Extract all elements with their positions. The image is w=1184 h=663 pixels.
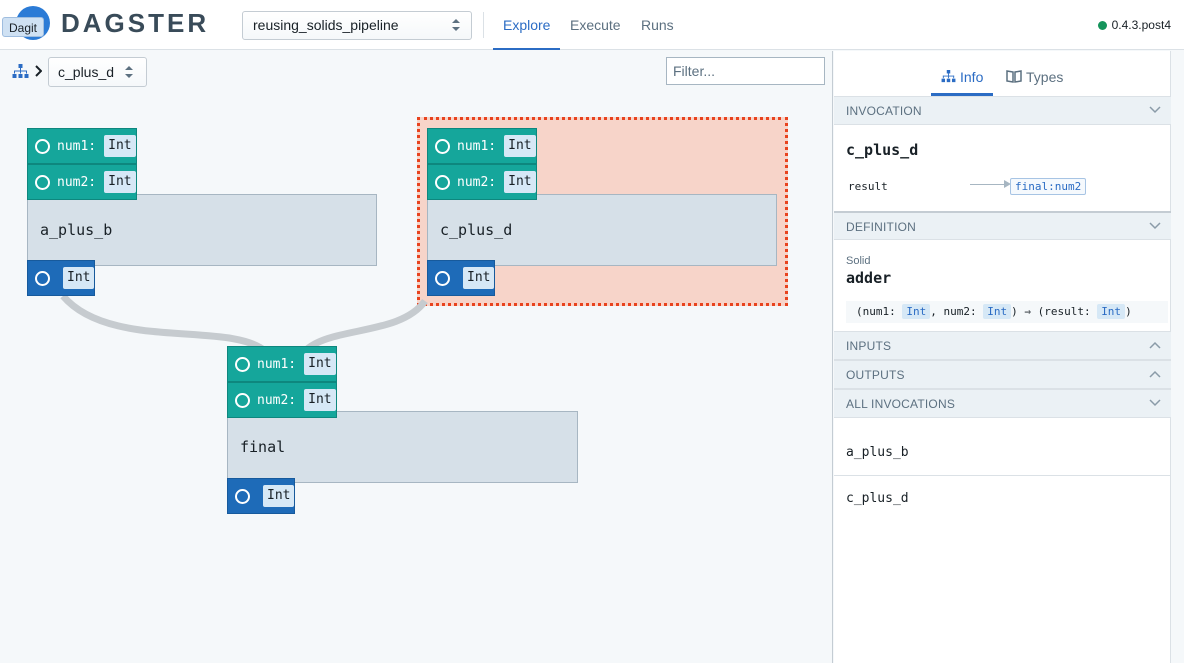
sig-text: ) ⇒ (result:: [1011, 305, 1098, 318]
port-type-badge: Int: [304, 353, 336, 375]
tab-explore[interactable]: Explore: [493, 0, 561, 50]
definition-name: adder: [846, 269, 892, 287]
version-text: 0.4.3.post4: [1111, 18, 1171, 32]
tab-types[interactable]: Types: [996, 51, 1073, 96]
edges-layer: [60, 293, 428, 354]
section-definition-header[interactable]: DEFINITION: [834, 211, 1171, 240]
tree-icon: [941, 70, 956, 83]
port-name: num1:: [257, 356, 297, 372]
nav-divider: [483, 12, 484, 38]
edge-c_plus_d-to-final: [302, 298, 428, 354]
arrow-right-icon: [1004, 180, 1011, 188]
solid-final[interactable]: final: [227, 411, 578, 483]
port-type-badge: Int: [463, 267, 495, 289]
sig-text: , num2:: [930, 305, 984, 318]
chevron-down-icon: [1149, 222, 1161, 230]
input-port[interactable]: num1: Int: [27, 128, 137, 164]
tab-execute[interactable]: Execute: [570, 17, 621, 33]
port-circle-icon: [35, 138, 50, 154]
output-port[interactable]: Int: [227, 478, 296, 514]
solid-c_plus_d[interactable]: c_plus_d: [427, 194, 777, 266]
section-title: ALL INVOCATIONS: [846, 397, 956, 411]
tab-info[interactable]: Info: [931, 51, 994, 96]
invocation-list-item[interactable]: c_plus_d: [846, 491, 909, 506]
sig-text: (num1:: [856, 305, 903, 318]
port-circle-icon: [235, 392, 250, 408]
port-type-badge: Int: [63, 267, 95, 289]
port-circle-icon: [435, 138, 450, 154]
chevron-up-icon: [1149, 341, 1161, 349]
type-link[interactable]: Int: [902, 304, 931, 319]
port-circle-icon: [235, 488, 250, 504]
solid-selector[interactable]: c_plus_d: [48, 57, 147, 87]
tab-info-label: Info: [960, 69, 984, 85]
section-outputs-header[interactable]: OUTPUTS: [834, 360, 1171, 389]
section-all-invocations-header[interactable]: ALL INVOCATIONS: [834, 389, 1171, 418]
type-signature: (num1: Int, num2: Int) ⇒ (result: Int): [846, 301, 1168, 323]
chevron-up-icon: [1149, 370, 1161, 378]
section-title: DEFINITION: [846, 220, 916, 234]
top-navbar: Dagit DAGSTER reusing_solids_pipeline Ex…: [0, 0, 1184, 50]
invocation-name: c_plus_d: [846, 141, 919, 159]
updown-caret-icon: [125, 66, 133, 78]
output-port[interactable]: Int: [27, 260, 96, 296]
definition-kind: Solid: [846, 255, 871, 267]
port-circle-icon: [235, 356, 250, 372]
section-title: INVOCATION: [846, 104, 922, 118]
input-port[interactable]: num2: Int: [27, 164, 137, 200]
type-link[interactable]: Int: [1097, 304, 1126, 319]
port-type-badge: Int: [304, 389, 336, 411]
sig-text: ): [1125, 305, 1132, 318]
type-link[interactable]: Int: [983, 304, 1012, 319]
pipeline-graph-canvas[interactable]: c_plus_d a_plus_b num1: Int num2: Int In…: [0, 51, 833, 663]
pipeline-selector-value: reusing_solids_pipeline: [253, 17, 399, 33]
port-circle-icon: [435, 270, 450, 286]
port-circle-icon: [35, 174, 50, 190]
port-type-badge: Int: [104, 135, 136, 157]
output-target-link[interactable]: final:num2: [1010, 178, 1087, 195]
input-port[interactable]: num1: Int: [227, 346, 337, 382]
chevron-down-icon: [1149, 106, 1161, 114]
port-circle-icon: [35, 270, 50, 286]
port-type-badge: Int: [504, 171, 536, 193]
solid-selector-value: c_plus_d: [58, 64, 115, 80]
pipeline-selector[interactable]: reusing_solids_pipeline: [242, 11, 472, 40]
port-name: num2:: [457, 174, 497, 190]
tab-types-label: Types: [1026, 69, 1064, 85]
section-invocation-header[interactable]: INVOCATION: [834, 96, 1171, 125]
version-indicator: 0.4.3.post4: [1097, 17, 1171, 33]
port-type-badge: Int: [263, 485, 295, 507]
input-port[interactable]: num2: Int: [427, 164, 537, 200]
logo-tooltip: Dagit: [2, 17, 45, 37]
book-icon: [1006, 70, 1022, 83]
invocation-list-item[interactable]: a_plus_b: [834, 430, 1171, 476]
updown-caret-icon: [452, 19, 460, 31]
port-type-badge: Int: [104, 171, 136, 193]
arrow-line: [970, 184, 1006, 185]
input-port[interactable]: num1: Int: [427, 128, 537, 164]
output-name: result: [848, 180, 888, 193]
tab-runs[interactable]: Runs: [641, 17, 674, 33]
port-name: num1:: [457, 138, 497, 154]
port-name: num2:: [257, 392, 297, 408]
tree-icon[interactable]: [12, 64, 29, 79]
output-port[interactable]: Int: [427, 260, 496, 296]
sidebar-panel: Info Types INVOCATION c_plus_d result fi…: [834, 51, 1171, 663]
edge-a_plus_b-to-final: [60, 293, 268, 354]
port-type-badge: Int: [504, 135, 536, 157]
chevron-right-icon: [35, 65, 42, 77]
solid-a_plus_b[interactable]: a_plus_b: [27, 194, 377, 266]
section-title: OUTPUTS: [846, 368, 905, 382]
port-circle-icon: [435, 174, 450, 190]
port-name: num1:: [57, 138, 97, 154]
section-inputs-header[interactable]: INPUTS: [834, 331, 1171, 360]
chevron-down-icon: [1149, 399, 1161, 407]
status-dot-icon: [1097, 21, 1107, 30]
filter-input[interactable]: [666, 57, 825, 85]
app-title[interactable]: DAGSTER: [61, 8, 210, 38]
input-port[interactable]: num2: Int: [227, 382, 337, 418]
section-title: INPUTS: [846, 339, 892, 353]
port-name: num2:: [57, 174, 97, 190]
